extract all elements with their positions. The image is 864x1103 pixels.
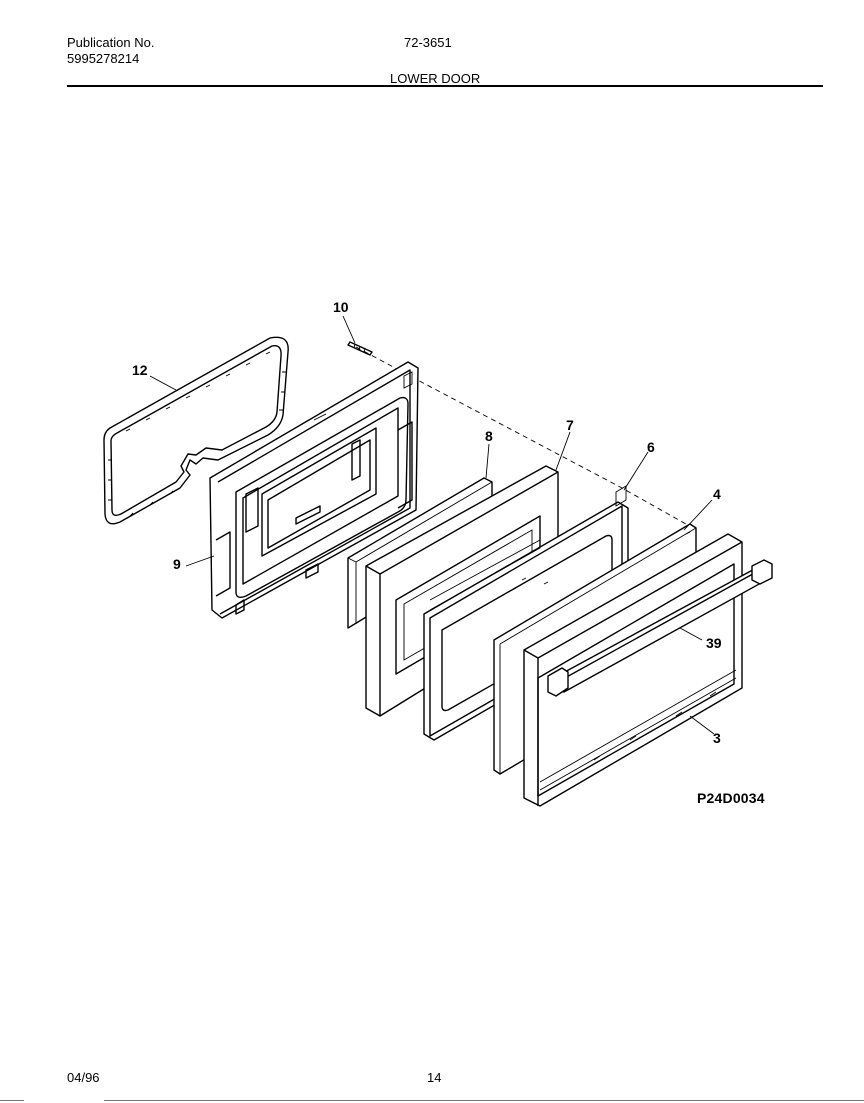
part-gasket bbox=[103, 336, 289, 525]
callout-leaders bbox=[149, 315, 715, 735]
callout-8: 8 bbox=[485, 428, 493, 444]
model-number: 72-3651 bbox=[404, 35, 452, 50]
publication-number: 5995278214 bbox=[67, 51, 140, 66]
part-handle bbox=[547, 559, 773, 697]
callout-7: 7 bbox=[566, 417, 574, 433]
callout-6: 6 bbox=[647, 439, 655, 455]
part-inner-door bbox=[209, 361, 419, 619]
callout-4: 4 bbox=[713, 486, 721, 502]
callout-9: 9 bbox=[173, 556, 181, 572]
bottom-rule bbox=[0, 1100, 864, 1101]
header-rule bbox=[67, 85, 823, 87]
publication-label: Publication No. bbox=[67, 35, 155, 50]
page-number: 14 bbox=[427, 1070, 442, 1085]
part-outer-frame bbox=[523, 533, 743, 807]
callout-3: 3 bbox=[713, 730, 721, 746]
part-screw bbox=[347, 341, 373, 356]
section-title: LOWER DOOR bbox=[390, 71, 481, 86]
callout-39: 39 bbox=[706, 635, 722, 651]
footer-date: 04/96 bbox=[67, 1070, 100, 1085]
alignment-dashed-line bbox=[355, 346, 694, 529]
callout-10: 10 bbox=[333, 299, 349, 315]
figure-code: P24D0034 bbox=[697, 790, 765, 806]
callout-12: 12 bbox=[132, 362, 148, 378]
